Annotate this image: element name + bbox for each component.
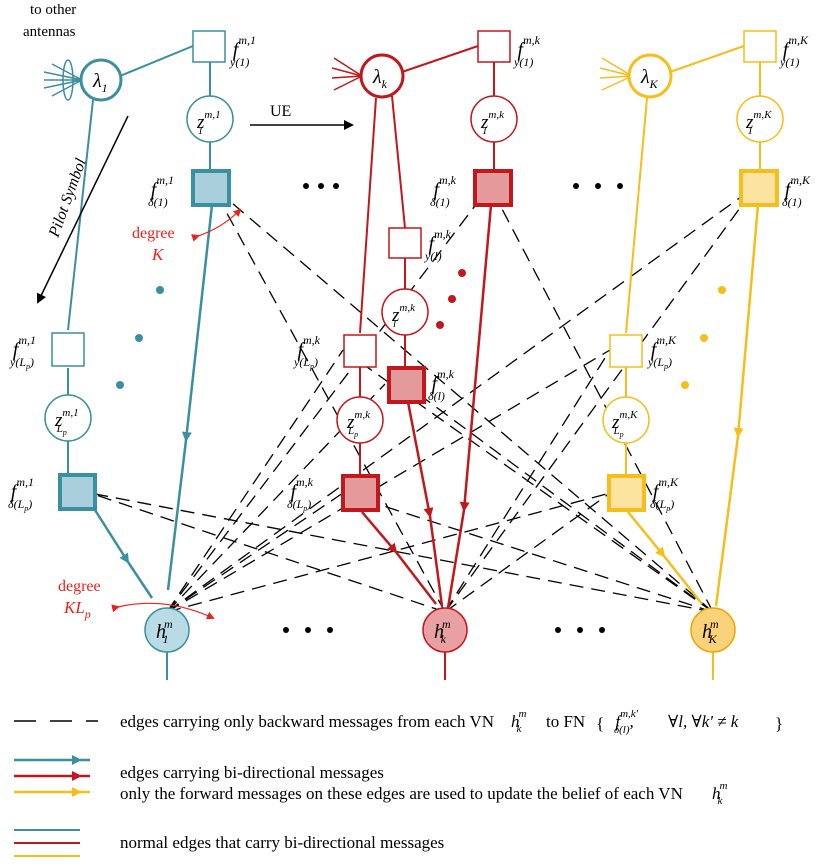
ellipsis-marks: [283, 183, 623, 633]
z-node-k-L: [336, 396, 384, 444]
legend-normal-text: normal edges that carry bi-directional m…: [120, 833, 444, 852]
legend-dashed-entry: edges carrying only backward messages fr…: [14, 708, 783, 736]
column-K: [599, 30, 784, 680]
z-node-K-L: [602, 396, 650, 444]
antennas-label: antennas: [23, 24, 76, 40]
fdelta-node-k-l: [387, 366, 426, 404]
z-node-1-1: [186, 95, 234, 143]
fdelta-node-k-1: [473, 169, 513, 207]
legend-dashed-brace-open: {: [596, 714, 604, 733]
legend-arrow-text-2: only the forward messages on these edges…: [120, 784, 683, 803]
legend-dashed-to-fn: to FN: [546, 712, 585, 731]
fdelta-node-K-L: [607, 474, 646, 512]
degree-value-bottom: KLp: [63, 598, 91, 621]
degree-label-top: degree: [132, 225, 175, 242]
legend-normal-entry: normal edges that carry bi-directional m…: [14, 829, 444, 857]
legend-dashed-brace-close: }: [775, 714, 783, 733]
antenna-icon: [43, 59, 83, 101]
lambda-node-k: [359, 53, 405, 99]
z-node-1-L: [44, 394, 92, 442]
legend: edges carrying only backward messages fr…: [14, 708, 783, 857]
fy-node-K-1: [743, 30, 777, 63]
pilot-arrow: [36, 115, 129, 304]
to-other-label: to other: [30, 2, 76, 18]
ue-label: UE: [270, 103, 291, 120]
fy-node-k-L: [343, 334, 377, 368]
fdelta-node-K-1: [739, 169, 779, 207]
fy-node-K-L: [609, 334, 643, 368]
z-node-K-1: [736, 95, 784, 143]
fy-node-1-1: [192, 30, 226, 63]
degree-k-arc-icon: [191, 208, 242, 242]
legend-arrow-entry: edges carrying bi-directional messages o…: [14, 755, 728, 807]
fy-node-1-L: [51, 332, 85, 367]
legend-arrow-text-1: edges carrying bi-directional messages: [120, 763, 384, 782]
z-node-k-1: [470, 95, 518, 143]
fdelta-node-k-L: [341, 474, 380, 512]
fdelta-node-1-L: [58, 473, 97, 511]
lambda-node-1: [79, 58, 123, 102]
fy-node-k-1: [477, 30, 511, 63]
lambda-node-K: [627, 53, 673, 99]
h-node-k: [422, 607, 468, 653]
legend-dashed-f: fm,k'δ(l),: [614, 708, 639, 736]
h-node-K: [690, 607, 736, 653]
fdelta-node-1-1: [191, 169, 231, 207]
degree-klp-arc-icon: [111, 602, 215, 620]
antenna-icon: [599, 57, 633, 91]
pilot-symbol-label: Pilot Symbol: [45, 156, 90, 241]
degree-value-top: K: [151, 245, 165, 264]
z-node-k-l: [381, 288, 429, 336]
degree-label-bottom: degree: [58, 578, 101, 595]
antenna-icon: [331, 57, 363, 91]
column-1: [43, 30, 234, 680]
legend-dashed-text: edges carrying only backward messages fr…: [120, 712, 494, 731]
column-k: [331, 30, 518, 680]
legend-dashed-set: ∀l, ∀k' ≠ k: [668, 712, 739, 731]
fy-node-k-l: [388, 227, 422, 259]
